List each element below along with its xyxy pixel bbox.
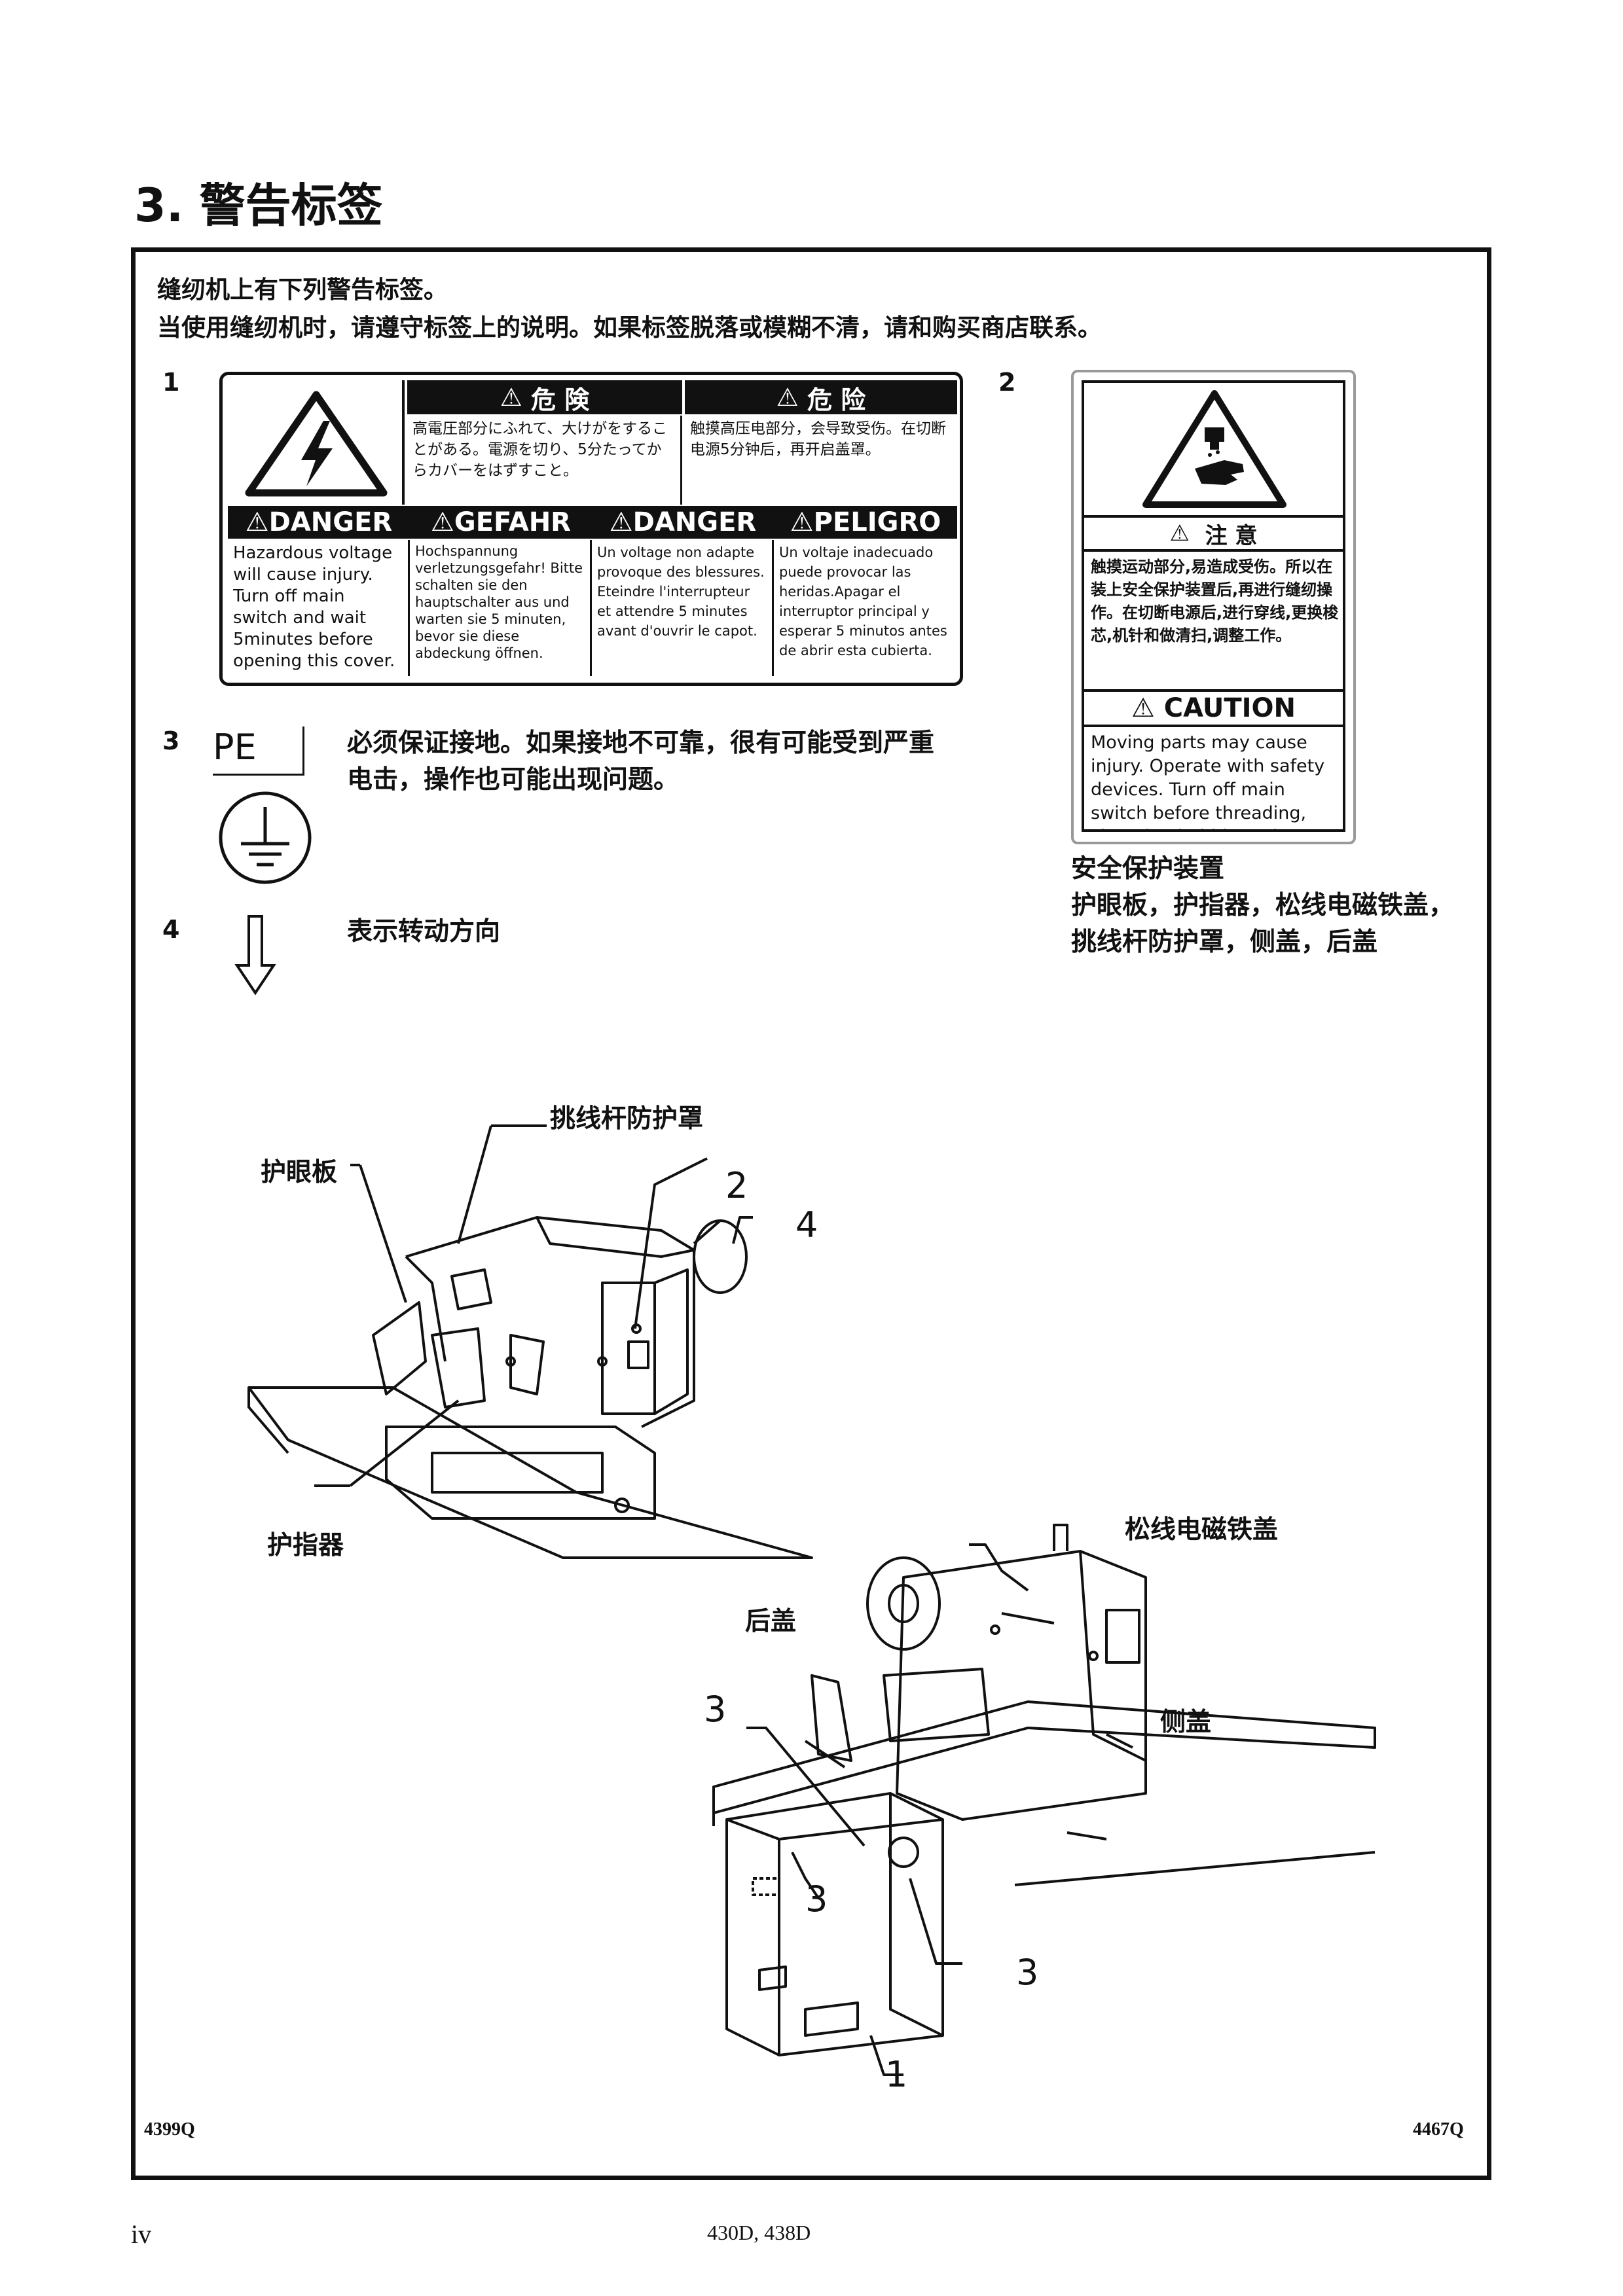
danger-header-es: PELIGRO	[813, 507, 941, 537]
danger-label: ⚠ 危 険 ⚠ 危 险 高電圧部分にふれて、大けがをすることがある。電源を切り、…	[219, 372, 963, 686]
caution-cn-header: ⚠ 注 意	[1084, 515, 1343, 552]
content-frame	[131, 247, 1491, 2180]
danger-header-fr: DANGER	[632, 507, 757, 537]
callout-side-cover: 侧盖	[1160, 1708, 1212, 1737]
figure1-callout-2: 2	[725, 1165, 748, 1206]
callout-finger-guard: 护指器	[267, 1531, 344, 1560]
callout-tension-release-solenoid-cover: 松线电磁铁盖	[1125, 1515, 1279, 1545]
danger-jp-header: ⚠ 危 険	[407, 380, 682, 414]
high-voltage-icon	[228, 380, 405, 505]
safety-devices-line-2: 挑线杆防护罩，侧盖，后盖	[1071, 927, 1378, 957]
callout-rear-cover: 后盖	[745, 1607, 797, 1636]
danger-cn-header: ⚠ 危 险	[685, 380, 957, 414]
hand-in-gear-icon	[1139, 387, 1290, 511]
figure2-callout-3b: 3	[805, 1878, 828, 1920]
warning-icon: ⚠	[1169, 520, 1205, 547]
danger-header-en: DANGER	[268, 507, 393, 537]
item-number-2: 2	[998, 368, 1016, 397]
danger-cn-text: 触摸高压电部分，会导致受伤。在切断电源5分钟后，再开启盖罩。	[690, 420, 946, 458]
danger-text-de: Hochspannung verletzungsgefahr! Bitte sc…	[410, 540, 592, 676]
sewing-machine-head-illustration	[236, 1086, 825, 1600]
page-title: 3. 警告标签	[134, 179, 383, 232]
intro-line-1: 缝纫机上有下列警告标签。	[157, 276, 448, 304]
caution-label: ⚠ 注 意 触摸运动部分,易造成受伤。所以在装上安全保护装置后,再进行缝纫操作。…	[1071, 370, 1356, 844]
callout-thread-take-up-cover: 挑线杆防护罩	[550, 1104, 704, 1134]
safety-devices-line-1: 护眼板，护指器，松线电磁铁盖，	[1071, 891, 1455, 920]
pe-symbol: PE	[213, 726, 257, 768]
safety-devices-title: 安全保护装置	[1071, 854, 1225, 884]
pe-warning-line-1: 必须保证接地。如果接地不可靠，很有可能受到严重	[347, 728, 935, 758]
figure2-callout-3c: 3	[1016, 1952, 1039, 1993]
warning-icon: ⚠	[776, 383, 808, 412]
caution-en-text: Moving parts may cause injury. Operate w…	[1091, 732, 1325, 829]
page-number: iv	[131, 2219, 152, 2249]
pe-warning-line-2: 电击，操作也可能出现问题。	[347, 765, 680, 795]
machine-table-illustration	[687, 1512, 1421, 2104]
danger-text-en: Hazardous voltage will cause injury. Tur…	[228, 540, 410, 676]
danger-text-fr: Un voltage non adapte provoque des bless…	[592, 540, 774, 676]
model-number: 430D, 438D	[707, 2221, 811, 2244]
danger-header-de: GEFAHR	[454, 507, 571, 537]
item-number-3: 3	[162, 726, 180, 755]
danger-jp-text: 高電圧部分にふれて、大けがをすることがある。電源を切り、5分たってからカバーをは…	[407, 416, 682, 505]
pe-symbol-box: PE	[213, 726, 304, 776]
warning-icon: ⚠	[1131, 693, 1164, 723]
item-number-1: 1	[162, 368, 180, 397]
ground-icon	[216, 789, 314, 889]
danger-text-es: Un voltaje inadecuado puede provocar las…	[779, 545, 947, 658]
rotation-arrow-icon	[229, 913, 282, 1001]
intro-line-2: 当使用缝纫机时，请遵守标签上的说明。如果标签脱落或模糊不清，请和购买商店联系。	[157, 314, 1102, 342]
figure2-callout-1: 1	[885, 2054, 908, 2095]
danger-header-bar: ⚠DANGER ⚠GEFAHR ⚠DANGER ⚠PELIGRO	[228, 506, 957, 539]
warning-icon: ⚠	[500, 383, 532, 412]
figure-code-left: 4399Q	[144, 2119, 195, 2140]
caution-en-header: ⚠ CAUTION	[1084, 689, 1343, 727]
rotation-text: 表示转动方向	[347, 917, 501, 946]
item-number-4: 4	[162, 915, 180, 944]
figure2-callout-3a: 3	[704, 1689, 727, 1730]
figure1-callout-4: 4	[795, 1204, 818, 1246]
figure-code-right: 4467Q	[1413, 2119, 1464, 2140]
callout-eye-guard: 护眼板	[261, 1158, 338, 1187]
caution-cn-text: 触摸运动部分,易造成受伤。所以在装上安全保护装置后,再进行缝纫操作。在切断电源后…	[1091, 558, 1339, 645]
